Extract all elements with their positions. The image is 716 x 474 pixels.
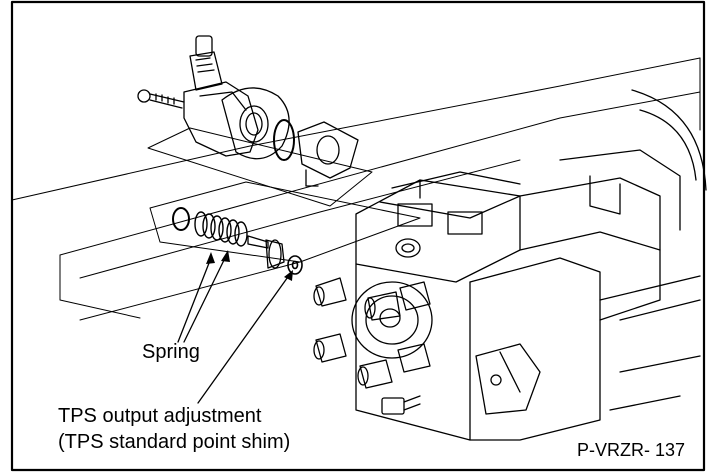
plunger: [247, 235, 285, 269]
engine-block-outline: [11, 57, 701, 321]
tps-adjustment-callout-line2: (TPS standard point shim): [58, 431, 291, 453]
spring-leader-2: [183, 255, 227, 343]
o-ring-sensor: [273, 119, 295, 161]
frame-border: [10, 0, 706, 472]
shim-leader: [197, 273, 291, 404]
spring: [194, 211, 248, 247]
spring-leader-1: [177, 257, 212, 343]
mounting-plate: [149, 181, 421, 263]
leader-arrowheads: [206, 250, 293, 281]
tps-sensor: [137, 35, 290, 160]
o-ring-small: [172, 207, 190, 231]
tps-adjustment-callout-line1: TPS output adjustment: [58, 405, 262, 427]
spring-callout: Spring: [142, 341, 200, 363]
figure-id: P-VRZR- 137: [577, 440, 686, 460]
injection-pump: [313, 89, 707, 441]
adapter-flange: [297, 121, 359, 187]
leader-lines: [177, 255, 291, 404]
tps-standard-point-shim: [287, 255, 303, 275]
